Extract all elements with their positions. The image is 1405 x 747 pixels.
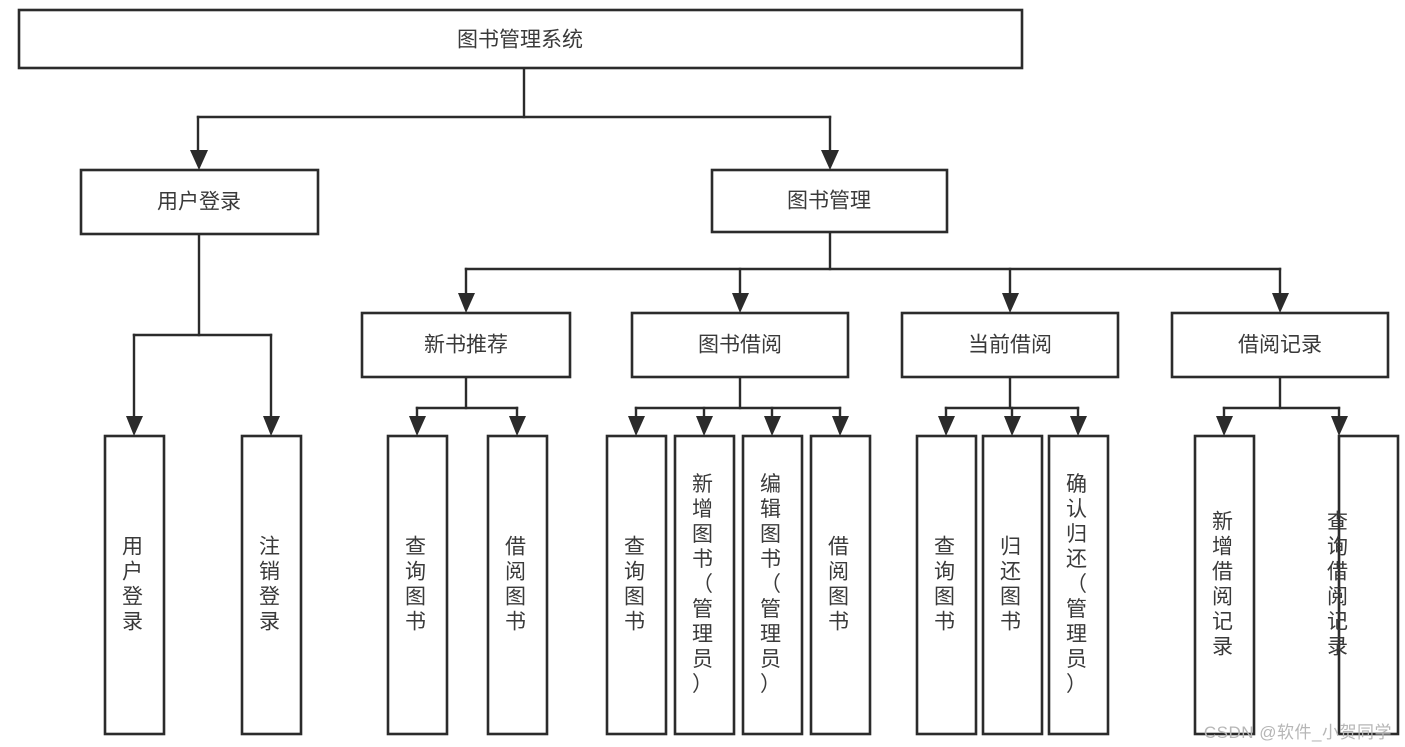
book-borrow-box[interactable] bbox=[630, 311, 850, 379]
leaf-label: 编辑图书（管理员） bbox=[760, 473, 784, 696]
node-new-book-recommend[interactable]: 新书推荐 bbox=[360, 311, 572, 379]
leaf-box[interactable] bbox=[809, 434, 872, 736]
arrow-to-user-login bbox=[190, 150, 208, 170]
arrow-borrow-leaf-4 bbox=[832, 416, 849, 436]
borrow-record-box[interactable] bbox=[1170, 311, 1390, 379]
leaf-node[interactable]: 新增图书（管理员） bbox=[673, 434, 736, 736]
root-label: 图书管理系统 bbox=[457, 29, 583, 52]
arrow-borrow-leaf-3 bbox=[764, 416, 781, 436]
leaf-box[interactable] bbox=[386, 434, 449, 736]
leaf-node[interactable]: 借阅图书 bbox=[486, 434, 549, 736]
leaf-node[interactable]: 新增借阅记录 bbox=[1193, 434, 1256, 736]
arrow-to-current bbox=[1002, 293, 1019, 313]
node-borrow-record[interactable]: 借阅记录 bbox=[1170, 311, 1390, 379]
arrow-record-leaf-2 bbox=[1331, 416, 1348, 436]
root-box[interactable] bbox=[17, 8, 1024, 70]
leaf-box[interactable] bbox=[1193, 434, 1256, 736]
book-borrow-label: 图书借阅 bbox=[698, 334, 782, 357]
book-management-label: 图书管理 bbox=[787, 190, 871, 213]
borrow-record-label: 借阅记录 bbox=[1238, 334, 1322, 357]
leaf-node[interactable]: 查询图书 bbox=[915, 434, 978, 736]
arrow-to-leaf-user-logout bbox=[263, 416, 280, 436]
leaf-label: 注销登录 bbox=[259, 535, 283, 633]
leaf-label: 确认归还（管理员） bbox=[1066, 473, 1090, 696]
leaf-node[interactable]: 用户登录 bbox=[103, 434, 166, 736]
leaf-label: 归还图书 bbox=[1000, 535, 1024, 633]
leaf-node[interactable]: 注销登录 bbox=[240, 434, 303, 736]
leaf-label: 借阅图书 bbox=[505, 535, 529, 633]
leaf-label: 查询图书 bbox=[624, 535, 648, 633]
leaf-label: 查询借阅记录 bbox=[1327, 510, 1351, 658]
node-root-system[interactable]: 图书管理系统 bbox=[17, 8, 1024, 70]
arrow-to-newbook bbox=[458, 293, 475, 313]
current-borrow-box[interactable] bbox=[900, 311, 1120, 379]
leaf-label: 用户登录 bbox=[122, 535, 146, 633]
node-book-borrow[interactable]: 图书借阅 bbox=[630, 311, 850, 379]
leaf-nodes: 用户登录 注销登录 查询图书 借阅图书 查询图书 新增图书（管理员） bbox=[103, 434, 1400, 736]
arrowheads bbox=[126, 150, 1348, 436]
leaf-box[interactable] bbox=[1337, 434, 1400, 736]
arrow-to-record bbox=[1272, 293, 1289, 313]
leaf-label: 新增图书（管理员） bbox=[692, 473, 716, 696]
arrow-newbook-leaf-2 bbox=[509, 416, 526, 436]
arrow-current-leaf-3 bbox=[1070, 416, 1087, 436]
leaf-node[interactable]: 查询借阅记录 bbox=[1327, 434, 1400, 736]
arrow-borrow-leaf-2 bbox=[696, 416, 713, 436]
leaf-node[interactable]: 确认归还（管理员） bbox=[1047, 434, 1110, 736]
leaf-node[interactable]: 编辑图书（管理员） bbox=[741, 434, 804, 736]
arrow-to-borrow bbox=[732, 293, 749, 313]
leaf-node[interactable]: 借阅图书 bbox=[809, 434, 872, 736]
arrow-newbook-leaf-1 bbox=[409, 416, 426, 436]
leaf-label: 新增借阅记录 bbox=[1212, 510, 1236, 658]
new-book-recommend-label: 新书推荐 bbox=[424, 334, 508, 357]
leaf-label: 查询图书 bbox=[405, 535, 429, 633]
leaf-box[interactable] bbox=[240, 434, 303, 736]
csdn-watermark: CSDN @软件_小贺同学 bbox=[1203, 723, 1392, 742]
arrow-to-leaf-user-login bbox=[126, 416, 143, 436]
new-book-recommend-box[interactable] bbox=[360, 311, 572, 379]
leaf-box[interactable] bbox=[981, 434, 1044, 736]
leaf-box[interactable] bbox=[605, 434, 668, 736]
current-borrow-label: 当前借阅 bbox=[968, 334, 1052, 357]
node-book-management[interactable]: 图书管理 bbox=[710, 168, 949, 234]
leaf-node[interactable]: 查询图书 bbox=[386, 434, 449, 736]
leaf-box[interactable] bbox=[673, 434, 736, 736]
node-current-borrow[interactable]: 当前借阅 bbox=[900, 311, 1120, 379]
user-login-label: 用户登录 bbox=[157, 191, 241, 214]
book-management-box[interactable] bbox=[710, 168, 949, 234]
leaf-node[interactable]: 归还图书 bbox=[981, 434, 1044, 736]
arrow-to-book-mgmt bbox=[821, 150, 839, 170]
leaf-box[interactable] bbox=[486, 434, 549, 736]
arrow-borrow-leaf-1 bbox=[628, 416, 645, 436]
arrow-current-leaf-1 bbox=[938, 416, 955, 436]
user-login-box[interactable] bbox=[79, 168, 320, 236]
leaf-node[interactable]: 查询图书 bbox=[605, 434, 668, 736]
leaf-label: 借阅图书 bbox=[828, 535, 852, 633]
leaf-box[interactable] bbox=[103, 434, 166, 736]
leaf-box[interactable] bbox=[915, 434, 978, 736]
arrow-current-leaf-2 bbox=[1004, 416, 1021, 436]
node-user-login[interactable]: 用户登录 bbox=[79, 168, 320, 236]
arrow-record-leaf-1 bbox=[1216, 416, 1233, 436]
leaf-label: 查询图书 bbox=[934, 535, 958, 633]
leaf-box[interactable] bbox=[741, 434, 804, 736]
leaf-box[interactable] bbox=[1047, 434, 1110, 736]
